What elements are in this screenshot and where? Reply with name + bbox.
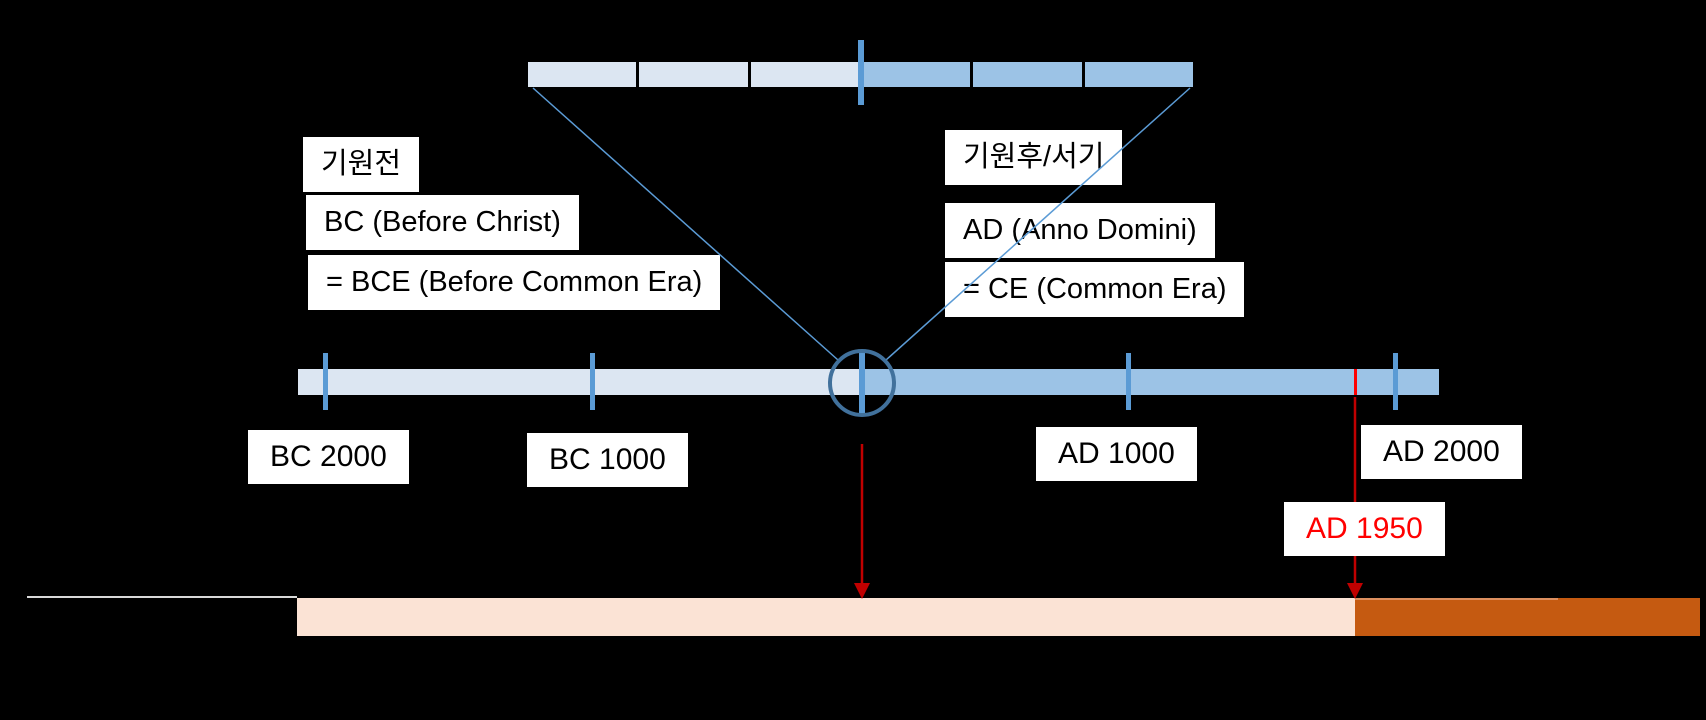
tick-bc-1000	[590, 353, 595, 410]
label-bc-2000: BC 2000	[248, 430, 409, 484]
magnified-bar-segment-ad	[861, 62, 971, 87]
bottom-band-peach	[297, 598, 1355, 636]
tick-ad-2000	[1393, 353, 1398, 410]
down-arrow-icon	[854, 444, 870, 599]
tick-ad-1950	[1354, 369, 1357, 395]
magnified-bar	[528, 62, 1193, 87]
magnified-bar-segment-ad	[973, 62, 1082, 87]
bottom-band-orange-highlight	[1355, 598, 1558, 600]
era-left-equivalent-label: = BCE (Before Common Era)	[308, 255, 721, 310]
label-bc-1000: BC 1000	[527, 433, 688, 487]
tick-ad-1000	[1126, 353, 1131, 410]
era-right-english-label: AD (Anno Domini)	[945, 203, 1215, 258]
era-right-equivalent-label: = CE (Common Era)	[945, 262, 1245, 317]
magnified-bar-segment-bc	[750, 62, 859, 87]
magnified-bar-segment-bc	[639, 62, 748, 87]
label-ad-1000: AD 1000	[1036, 427, 1197, 481]
era-left-korean-label: 기원전	[303, 137, 420, 192]
label-ad-2000: AD 2000	[1361, 425, 1522, 479]
era-left-english-label: BC (Before Christ)	[306, 195, 579, 250]
bottom-band-orange	[1355, 598, 1700, 636]
main-timeline-ad-half	[860, 369, 1439, 395]
label-ad-1950: AD 1950	[1284, 502, 1445, 556]
tick-year-zero	[859, 352, 865, 414]
tick-bc-2000	[323, 353, 328, 410]
magnified-bar-segment-ad	[1084, 62, 1193, 87]
main-timeline-bc-half	[298, 369, 860, 395]
magnified-bar-segment-bc	[528, 62, 637, 87]
year-zero-tick-top	[858, 40, 864, 105]
bottom-baseline	[27, 596, 297, 598]
era-right-korean-label: 기원후/서기	[945, 130, 1123, 185]
